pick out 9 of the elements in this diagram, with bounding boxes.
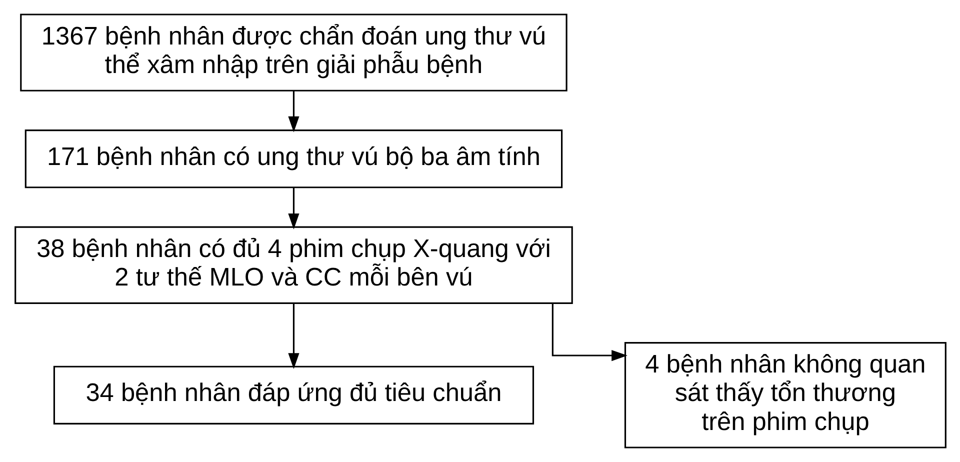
arrow bbox=[288, 303, 299, 370]
node-box: 38 bệnh nhân có đủ 4 phim chụp X-quang với 2 tư thế MLO và CC mỗi bên vú bbox=[14, 226, 572, 304]
node-box: 34 bệnh nhân đáp ứng đủ tiêu chuẩn bbox=[52, 366, 534, 425]
arrow bbox=[288, 188, 299, 230]
node-box: 4 bệnh nhân không quan sát thấy tổn thương trên phim chụp bbox=[624, 342, 946, 448]
arrow bbox=[551, 303, 627, 362]
node-box: 171 bệnh nhân có ung thư vú bộ ba âm tính bbox=[24, 129, 562, 188]
arrow bbox=[288, 90, 299, 132]
node-box: 1367 bệnh nhân được chẩn đoán ung thư vú thể xâm nhập trên giải phẫu bệnh bbox=[20, 14, 567, 92]
